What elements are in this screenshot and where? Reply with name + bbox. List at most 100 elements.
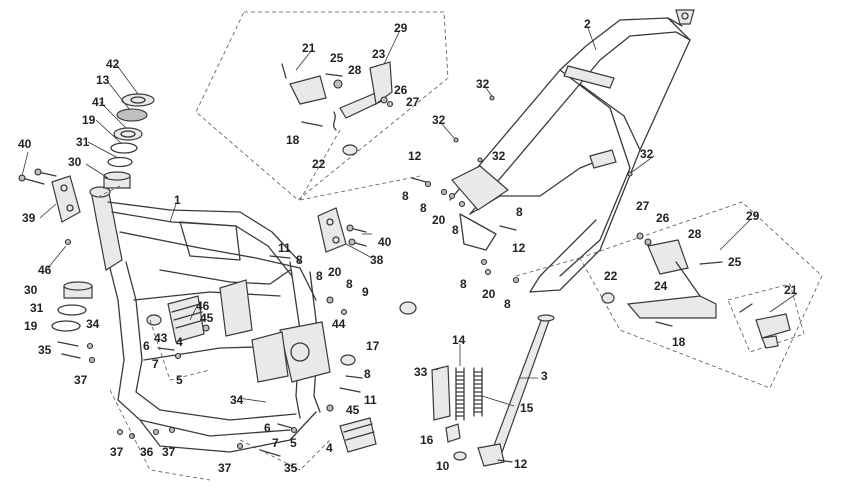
callout-11-a: 11 [278, 241, 291, 255]
spring-15 [473, 371, 483, 413]
bracket-39-plate [51, 175, 81, 223]
callout-19-a: 19 [82, 113, 96, 127]
engine-mount-plate [219, 279, 253, 337]
frame-down-tube-front [109, 267, 291, 437]
footrest-bracket-23 [369, 61, 393, 106]
main-frame [89, 186, 331, 453]
bolt-8-a [345, 375, 363, 379]
callout-35-b: 35 [284, 461, 298, 475]
leader-lines [21, 27, 797, 407]
callout-38: 38 [370, 253, 384, 267]
callout-8-e: 8 [402, 189, 409, 203]
callout-3: 3 [541, 369, 548, 383]
callout-23: 23 [372, 47, 386, 61]
spring-clip-21 [761, 335, 779, 349]
bearing-nut-42-hole [130, 96, 146, 104]
nut-27-lower [636, 232, 644, 240]
callout-43: 43 [154, 331, 168, 345]
callout-30-b: 30 [24, 283, 38, 297]
spring-14-outline [455, 367, 465, 421]
bolt-40-d-head [348, 238, 356, 246]
screw-32-c [477, 157, 483, 163]
bolt-12-a [411, 177, 427, 183]
callout-8-i: 8 [460, 277, 467, 291]
callout-8-b: 8 [316, 269, 323, 283]
dash-lower-bolts [109, 389, 211, 481]
steering-head-tube [91, 187, 123, 271]
frame-inner-rail [159, 269, 291, 285]
callout-33: 33 [414, 365, 428, 379]
footpeg-4-upper [167, 295, 205, 343]
callout-4-a: 4 [176, 335, 183, 349]
callout-2: 2 [584, 17, 591, 31]
callout-34-b: 34 [230, 393, 244, 407]
washer-20-sub-b [484, 268, 492, 276]
callout-13: 13 [96, 73, 110, 87]
callout-7-b: 7 [272, 436, 279, 450]
frame-fasteners [57, 177, 520, 457]
callout-8-j: 8 [504, 297, 511, 311]
bushing-28 [333, 79, 343, 89]
bolt-40-c-head [346, 224, 354, 232]
bracket-39-hole-b [66, 204, 74, 212]
callout-29-a: 29 [394, 21, 408, 35]
callout-39: 39 [22, 211, 36, 225]
screw-46 [64, 238, 72, 246]
callout-35-a: 35 [38, 343, 52, 357]
callout-17: 17 [366, 339, 380, 353]
nut-45-upper [202, 324, 210, 332]
callout-46-a: 46 [38, 263, 52, 277]
callout-12-b: 12 [512, 241, 526, 255]
washer-26 [380, 96, 388, 104]
callout-15: 15 [520, 401, 534, 415]
swingarm-pivot-hole [290, 342, 310, 362]
callout-21-a: 21 [302, 41, 316, 55]
footpeg-4-upper-teeth [171, 303, 205, 329]
lower-footrest-assembly [601, 232, 791, 349]
callout-31-b: 31 [30, 301, 44, 315]
bolt-35-c [259, 449, 281, 457]
nut-37-e [236, 442, 244, 450]
callout-5-a: 5 [176, 373, 183, 387]
callout-27-a: 27 [406, 95, 420, 109]
frame-lower-rail [139, 411, 317, 453]
callout-16: 16 [420, 433, 434, 447]
footpeg-4-lower [339, 417, 377, 453]
callout-10: 10 [436, 459, 450, 473]
subframe-top-rail-left [449, 17, 683, 201]
footrest-arm-24-lower [626, 295, 717, 319]
callout-46-b: 46 [196, 299, 210, 313]
nut-45-lower [326, 404, 334, 412]
callout-41: 41 [92, 95, 106, 109]
callout-40-a: 40 [18, 137, 32, 151]
upper-footrest-assembly [281, 61, 394, 156]
callout-27-b: 27 [636, 199, 650, 213]
callout-34-a: 34 [86, 317, 100, 331]
callout-8-c: 8 [346, 277, 353, 291]
subframe-rear-tab-hole [681, 12, 689, 20]
nut-27 [386, 100, 394, 108]
upper-footrest-group-box [195, 11, 449, 201]
callout-25-b: 25 [728, 255, 742, 269]
screw-32-a [489, 95, 495, 101]
callout-12-c: 12 [514, 457, 528, 471]
washer-8-sub-c [458, 200, 466, 208]
screw-32-b [453, 137, 459, 143]
spring-15-outline [473, 367, 483, 417]
sidestand-assembly [431, 314, 555, 467]
dashed-leaders [99, 129, 581, 481]
nut-5-b [290, 426, 298, 434]
footrest-plate-21 [289, 75, 327, 105]
callout-labels: 1 2 3 4 4 5 5 6 6 7 7 8 8 8 8 8 8 8 8 8 … [18, 17, 798, 475]
callout-20-c: 20 [482, 287, 496, 301]
rear-subframe [449, 9, 695, 293]
dash-lower-right [239, 439, 331, 471]
callout-44: 44 [332, 317, 346, 331]
frame-cross-member [133, 291, 281, 301]
headlight-bracket-39 [18, 168, 81, 246]
nut-37-a [86, 342, 94, 350]
subframe-cross-plate [563, 65, 615, 89]
nut-5-a [174, 352, 182, 360]
callout-26-b: 26 [656, 211, 670, 225]
